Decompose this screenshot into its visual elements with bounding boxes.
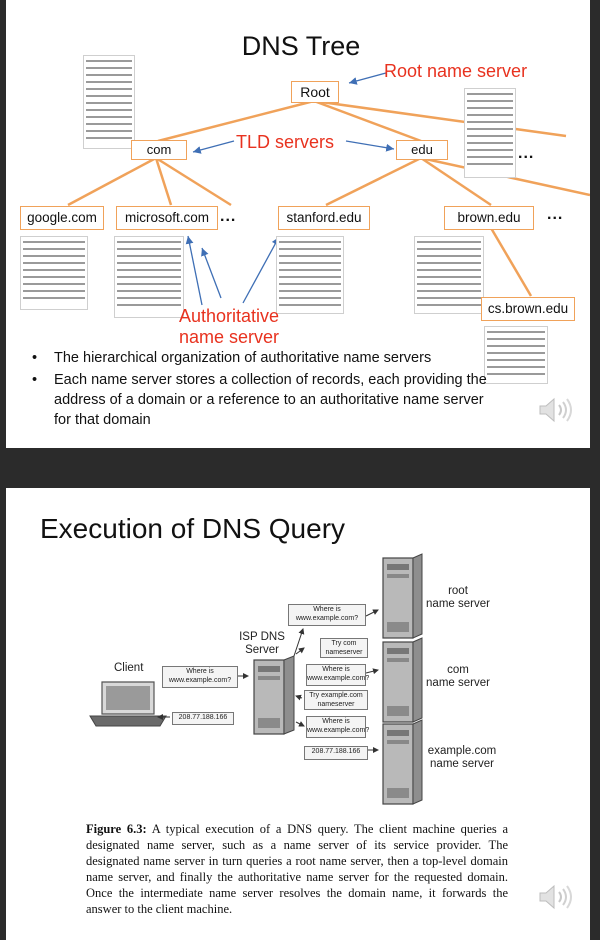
node-cs-brown: cs.brown.edu (481, 297, 575, 321)
label-isp-server: ISP DNS Server (239, 631, 285, 656)
query-diagram (89, 553, 423, 805)
msg-client-answer: 208.77.188.166 (172, 712, 234, 725)
label-root-name-server: Root name server (384, 61, 528, 81)
isp-server-icon (253, 655, 295, 735)
ellipsis-edu: ... (518, 145, 535, 162)
com-server-icon (382, 637, 423, 723)
figure-label: Figure 6.3: (86, 822, 147, 836)
records-edu (464, 88, 516, 178)
slide-title: DNS Tree (241, 31, 361, 61)
example-server-icon (382, 719, 423, 805)
ellipsis-com: ... (220, 208, 237, 225)
records-stanford (276, 236, 344, 314)
caption-text: A typical execution of a DNS query. The … (86, 822, 509, 916)
label-com-server: com name server (426, 664, 490, 689)
records-cs-brown (484, 326, 548, 384)
records-root-left (83, 55, 135, 149)
msg-example-answer: 208.77.188.166 (304, 746, 368, 760)
laptop-icon (89, 681, 167, 727)
records-brown (414, 236, 484, 314)
slide-title: Execution of DNS Query (40, 513, 346, 544)
node-brown: brown.edu (444, 206, 534, 230)
bullet-item: Each name server stores a collection of … (32, 370, 488, 430)
node-com: com (131, 140, 187, 160)
ellipsis-brown: ... (547, 206, 564, 223)
label-name-server: name server (179, 327, 280, 347)
node-google: google.com (20, 206, 104, 230)
msg-root-query: Where is www.example.com? (288, 604, 366, 626)
records-google (20, 236, 88, 310)
slide-dns-query: Execution of DNS Query (6, 488, 590, 940)
msg-client-query: Where is www.example.com? (162, 666, 238, 688)
label-authoritative: Authoritative (179, 306, 280, 326)
node-edu: edu (396, 140, 448, 160)
msg-com-query: Where is www.example.com? (306, 664, 369, 686)
node-stanford: stanford.edu (278, 206, 370, 230)
label-example-server: example.com name server (427, 745, 497, 770)
msg-com-reply: Try example.com nameserver (304, 690, 368, 710)
bullet-list: The hierarchical organization of authori… (32, 348, 488, 430)
msg-example-query: Where is www.example.com? (306, 716, 369, 738)
figure-caption: Figure 6.3: A typical execution of a DNS… (86, 821, 508, 917)
speaker-icon[interactable] (536, 394, 580, 426)
node-root: Root (291, 81, 339, 103)
label-root-server: root name server (426, 585, 490, 610)
msg-root-reply: Try com nameserver (320, 638, 368, 658)
label-client: Client (114, 662, 144, 674)
root-server-icon (382, 553, 423, 639)
slide-dns-tree: DNS Tree Root co (6, 0, 590, 448)
label-tld-servers: TLD servers (236, 132, 335, 152)
records-microsoft (114, 236, 184, 318)
bullet-item: The hierarchical organization of authori… (32, 348, 488, 368)
node-microsoft: microsoft.com (116, 206, 218, 230)
speaker-icon[interactable] (536, 881, 580, 913)
